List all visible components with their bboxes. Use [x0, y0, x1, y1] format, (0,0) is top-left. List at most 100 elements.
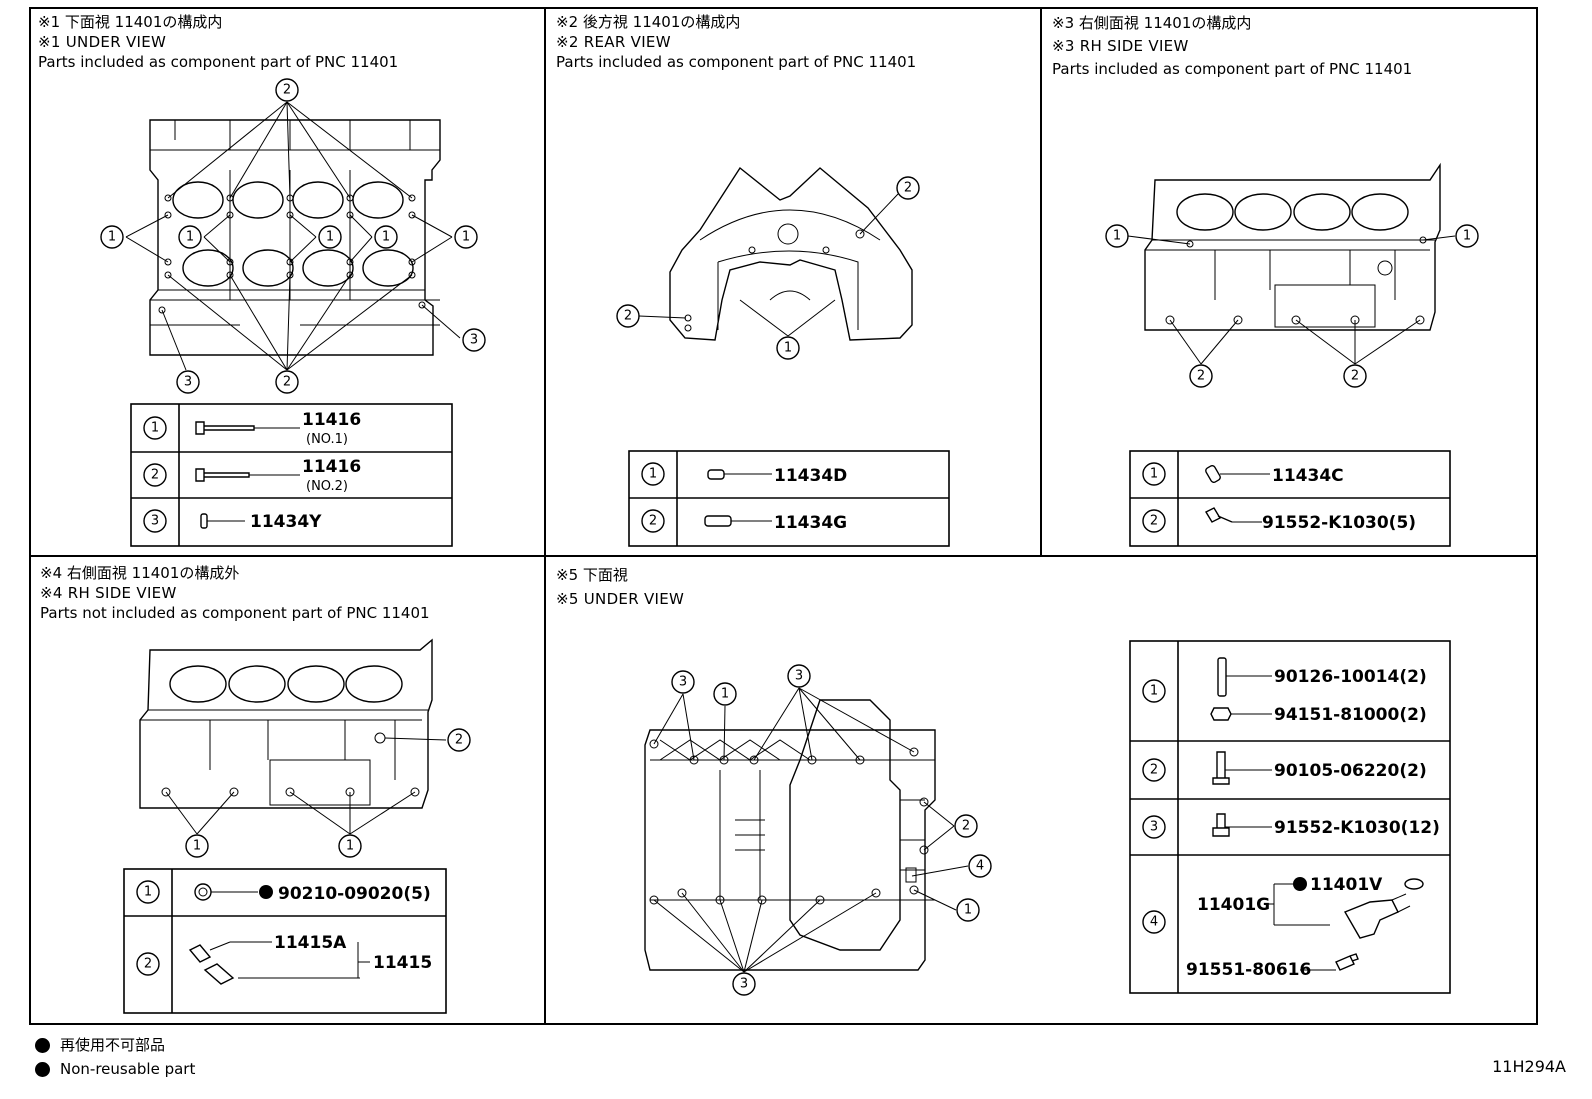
- figure-code: 11H294A: [1492, 1057, 1566, 1076]
- part-sub-no2: (NO.2): [306, 479, 348, 494]
- part-number-11434g: 11434G: [774, 513, 847, 533]
- legend: 再使用不可部品 Non-reusable part: [35, 1033, 195, 1081]
- svg-text:1: 1: [108, 230, 116, 245]
- bolt-icon: [1300, 953, 1359, 971]
- plug-icon: [194, 883, 258, 901]
- svg-text:3: 3: [679, 675, 687, 690]
- panel-1-note: Parts included as component part of PNC …: [38, 53, 399, 71]
- panel-3-note: Parts included as component part of PNC …: [1052, 60, 1413, 78]
- svg-text:3: 3: [470, 333, 478, 348]
- svg-text:1: 1: [326, 230, 334, 245]
- part-number-90210-09020: 90210-09020(5): [278, 884, 431, 904]
- svg-text:3: 3: [184, 375, 192, 390]
- panel-2-note: Parts included as component part of PNC …: [556, 53, 917, 71]
- svg-text:2: 2: [455, 733, 463, 748]
- part-number-91552-k1030-5: 91552-K1030(5): [1262, 513, 1416, 533]
- svg-text:2: 2: [1197, 369, 1205, 384]
- non-reusable-dot-icon: [35, 1061, 50, 1077]
- bolt-icon: [195, 468, 300, 482]
- svg-text:2: 2: [962, 819, 970, 834]
- panel-1-header: ※1 下面視 11401の構成内 ※1 UNDER VIEW Parts inc…: [38, 12, 398, 72]
- svg-text:2: 2: [904, 181, 912, 196]
- part-number-90126-10014: 90126-10014(2): [1274, 667, 1427, 687]
- part-number-11434c: 11434C: [1272, 466, 1344, 486]
- part-number-11416-no2: 11416: [302, 457, 361, 477]
- panel-2-drawing: 2 2 1 1 2 11434D 11434G: [616, 166, 950, 547]
- vertical-divider-2: [1040, 7, 1042, 555]
- panel-1-drawing: 2 2 1 1 1 1 1 3 3 1 2 3 11416: [100, 78, 486, 547]
- part-number-94151-81000: 94151-81000(2): [1274, 705, 1427, 725]
- bolt-icon: [1212, 751, 1272, 785]
- part-number-91551-80616: 91551-80616: [1186, 960, 1311, 980]
- svg-text:2: 2: [624, 309, 632, 324]
- part-number-90105-06220: 90105-06220(2): [1274, 761, 1427, 781]
- svg-text:1: 1: [186, 230, 194, 245]
- horizontal-divider: [29, 555, 1538, 557]
- panel-3-title-en: ※3 RH SIDE VIEW: [1052, 37, 1189, 55]
- svg-text:1: 1: [1150, 684, 1158, 699]
- panel-2-header: ※2 後方視 11401の構成内 ※2 REAR VIEW Parts incl…: [556, 12, 916, 72]
- part-number-11416-no1: 11416: [302, 410, 361, 430]
- panel-1-title-jp: ※1 下面視 11401の構成内: [38, 13, 223, 31]
- bolt-icon: [195, 421, 300, 435]
- part-number-11401v: 11401V: [1310, 875, 1383, 895]
- bolt-icon: [1212, 813, 1272, 837]
- non-reusable-dot-icon: [35, 1037, 50, 1053]
- panel-4-drawing: 2 1 1 1 2 90210-09020(5) 11415A 11415: [123, 638, 471, 1014]
- svg-text:1: 1: [649, 467, 657, 482]
- bolt-icon: [1205, 507, 1262, 523]
- part-number-11434y: 11434Y: [250, 512, 322, 532]
- o-ring-icon: [1404, 878, 1424, 890]
- panel-5-header: ※5 下面視 ※5 UNDER VIEW: [556, 563, 684, 611]
- pin-icon: [200, 513, 245, 529]
- svg-text:1: 1: [462, 230, 470, 245]
- legend-en-text: Non-reusable part: [60, 1060, 196, 1078]
- svg-text:3: 3: [740, 977, 748, 992]
- part-sub-no1: (NO.1): [306, 432, 348, 447]
- sensor-icon: [188, 941, 360, 985]
- vertical-divider-1: [544, 7, 546, 1025]
- oil-level-sensor-icon: [1343, 893, 1411, 939]
- svg-text:1: 1: [193, 839, 201, 854]
- nut-icon: [1210, 707, 1272, 721]
- panel-2-title-jp: ※2 後方視 11401の構成内: [556, 13, 741, 31]
- dowel-pin-icon: [704, 515, 772, 527]
- panel-3-title-jp: ※3 右側面視 11401の構成内: [1052, 14, 1252, 32]
- dowel-pin-icon: [707, 469, 772, 480]
- part-number-11434d: 11434D: [774, 466, 847, 486]
- svg-text:1: 1: [964, 903, 972, 918]
- panel-2-title-en: ※2 REAR VIEW: [556, 33, 671, 51]
- panel-5-drawing: 3 1 3 2 4 1 3 1 2 3 4 90126-10: [644, 640, 1451, 996]
- part-number-11401g: 11401G: [1197, 895, 1270, 915]
- svg-text:4: 4: [976, 859, 984, 874]
- dowel-pin-icon: [1205, 464, 1270, 484]
- legend-jp-text: 再使用不可部品: [60, 1036, 166, 1054]
- panel-4-title-en: ※4 RH SIDE VIEW: [40, 584, 177, 602]
- svg-text:2: 2: [144, 957, 152, 972]
- part-number-11415: 11415: [373, 953, 432, 973]
- panel-5-title-jp: ※5 下面視: [556, 566, 628, 584]
- non-reusable-mark-icon: [259, 885, 273, 899]
- panel-3-header: ※3 右側面視 11401の構成内 ※3 RH SIDE VIEW Parts …: [1052, 12, 1412, 81]
- svg-text:1: 1: [1113, 229, 1121, 244]
- panel-4-title-jp: ※4 右側面視 11401の構成外: [40, 564, 240, 582]
- svg-text:2: 2: [283, 375, 291, 390]
- svg-text:3: 3: [151, 514, 159, 529]
- svg-text:1: 1: [1150, 467, 1158, 482]
- panel-1-title-en: ※1 UNDER VIEW: [38, 33, 167, 51]
- diagram-frame: [29, 7, 1538, 1025]
- svg-text:4: 4: [1150, 915, 1158, 930]
- svg-text:1: 1: [721, 687, 729, 702]
- svg-text:1: 1: [1463, 229, 1471, 244]
- non-reusable-mark-icon: [1293, 877, 1307, 891]
- svg-text:1: 1: [151, 421, 159, 436]
- svg-text:2: 2: [1150, 514, 1158, 529]
- svg-text:2: 2: [283, 83, 291, 98]
- svg-text:1: 1: [144, 885, 152, 900]
- part-number-91552-k1030-12: 91552-K1030(12): [1274, 818, 1440, 838]
- panel-3-drawing: 1 1 2 2 1 2 11434C 91552-K1030(5): [1105, 162, 1479, 547]
- panel-4-note: Parts not included as component part of …: [40, 604, 430, 622]
- panel-4-header: ※4 右側面視 11401の構成外 ※4 RH SIDE VIEW Parts …: [40, 563, 430, 623]
- legend-row-jp: 再使用不可部品: [35, 1033, 195, 1057]
